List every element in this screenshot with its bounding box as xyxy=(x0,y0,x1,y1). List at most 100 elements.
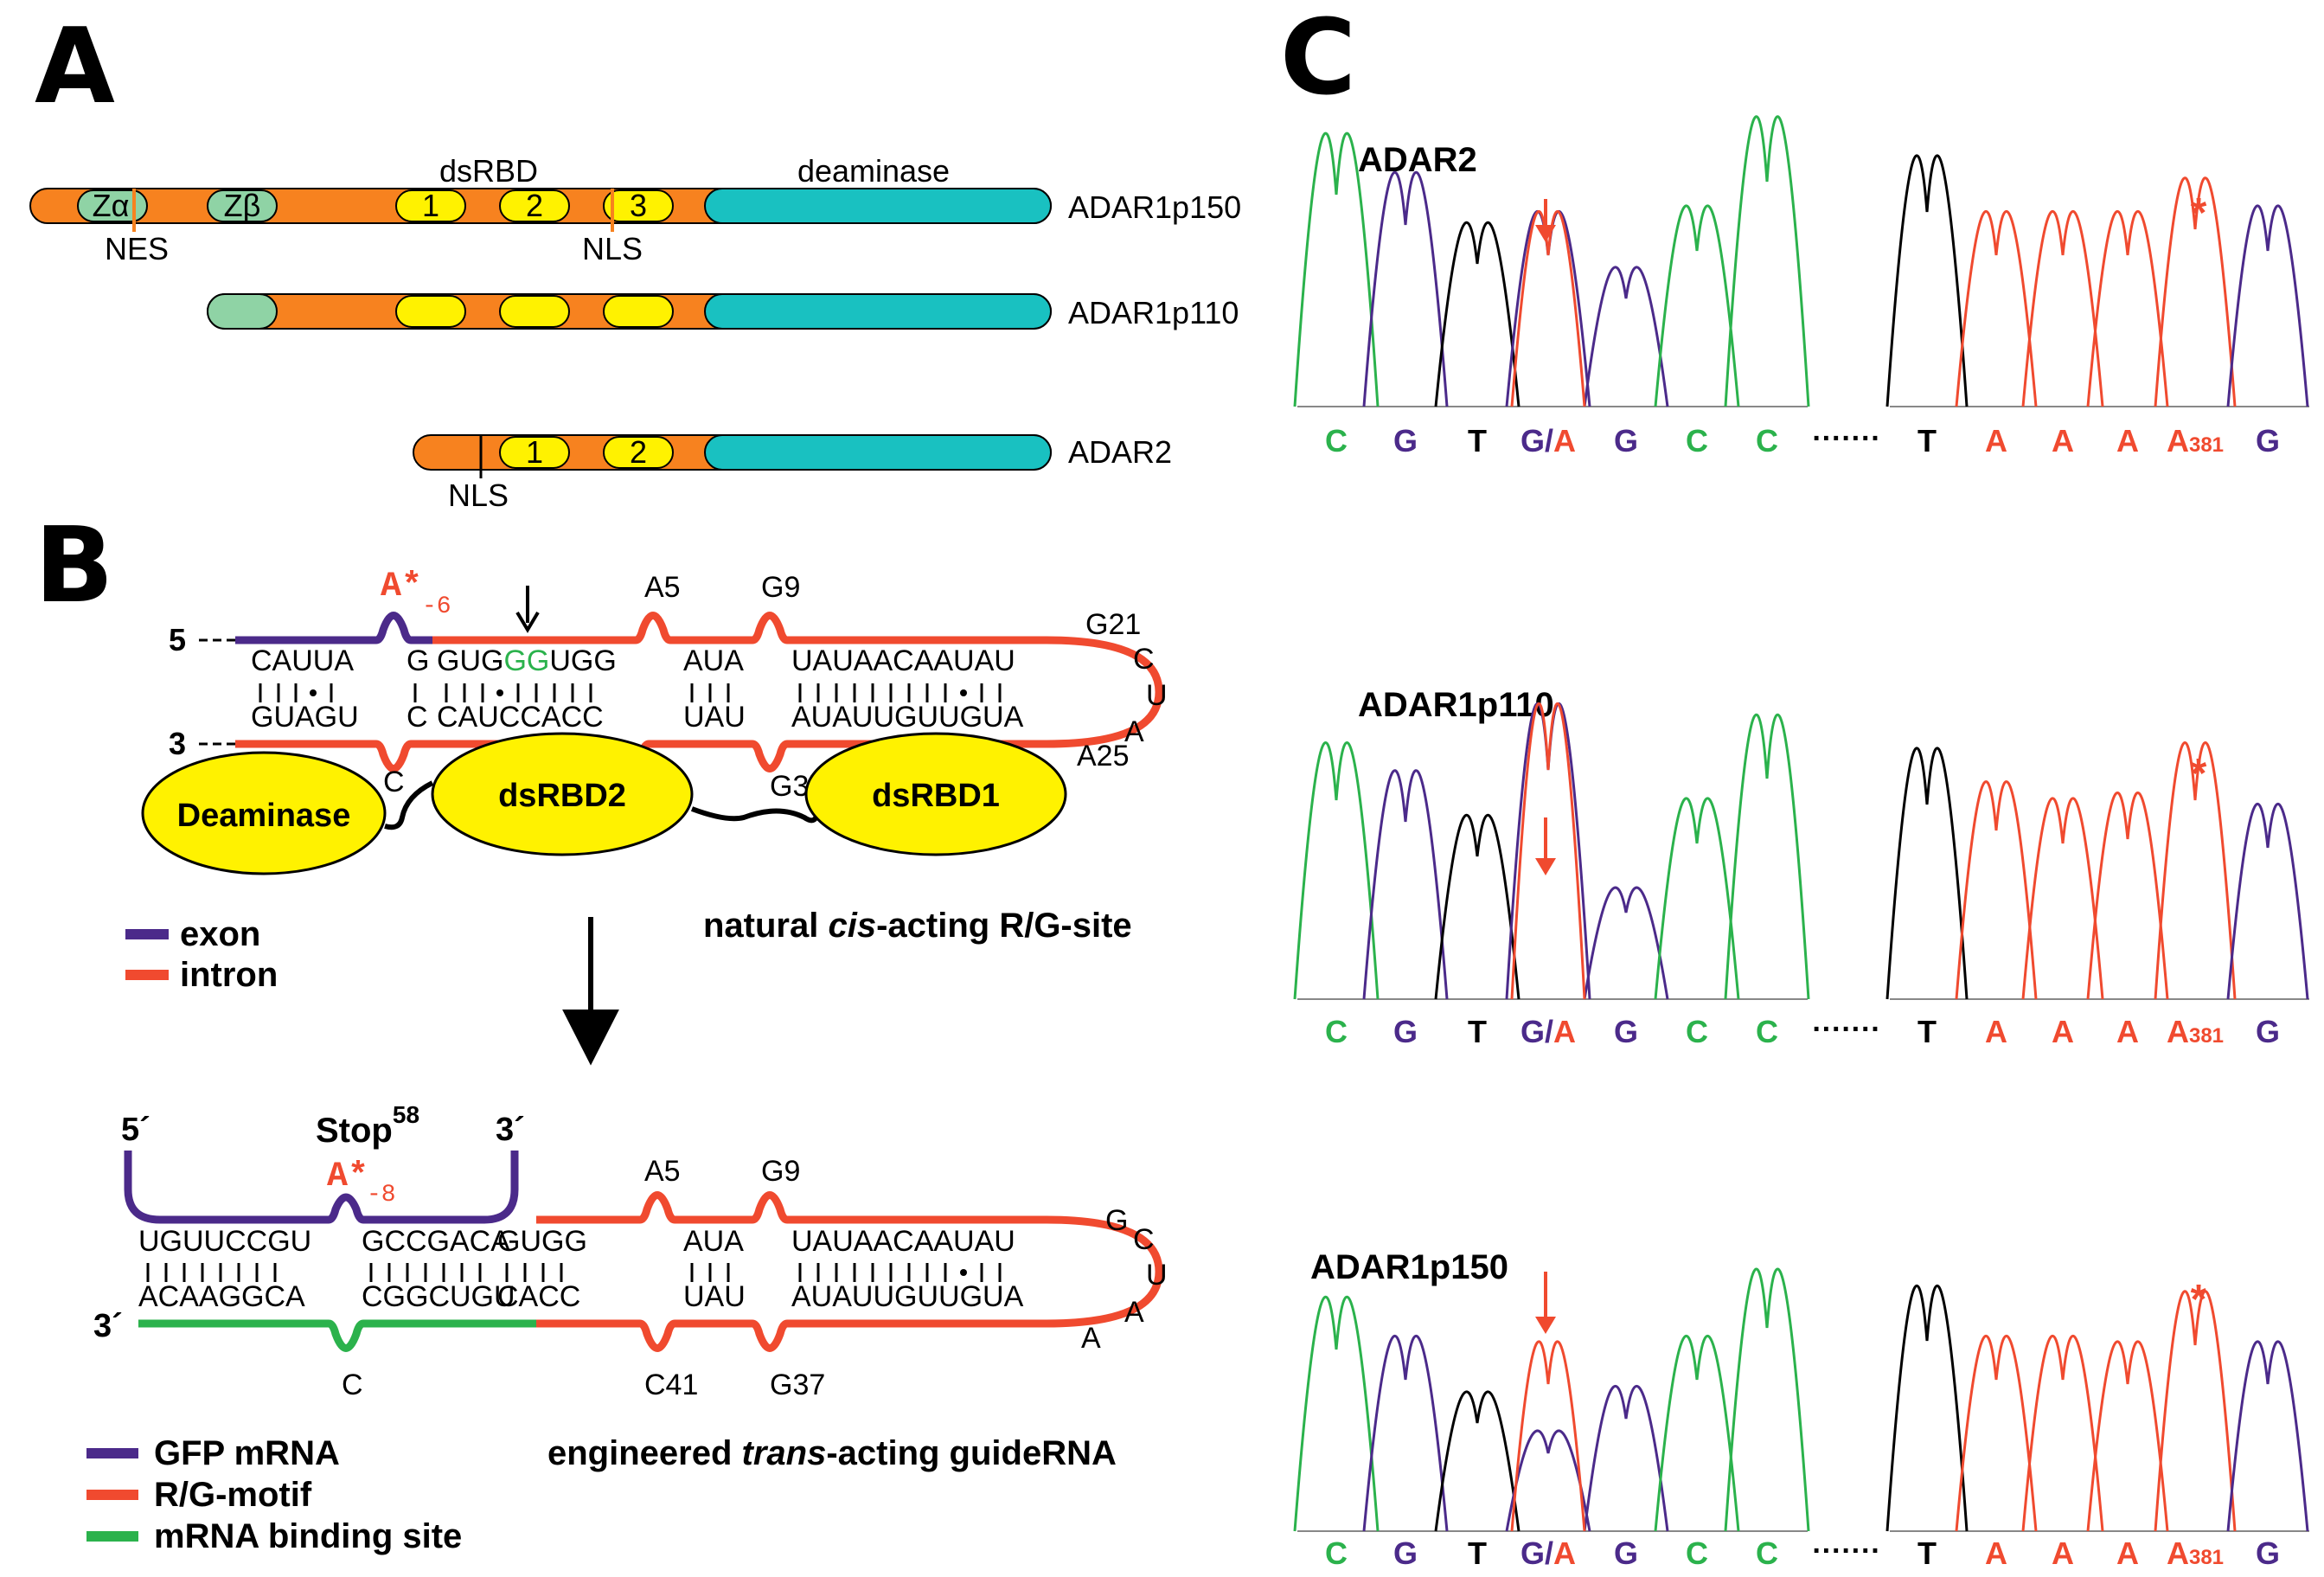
adar1p110-label: ADAR1p110 xyxy=(1068,295,1239,330)
guide-wobble-dot xyxy=(960,1269,967,1276)
chromatogram-peak xyxy=(1583,266,1669,407)
transition-arrow xyxy=(562,917,619,1066)
svg-text:A5: A5 xyxy=(644,1155,681,1188)
chromatogram-peak xyxy=(1724,713,1810,1000)
edit-star-marker: * xyxy=(2191,1277,2207,1323)
svg-text:C: C xyxy=(1133,643,1155,676)
base-call-letter: A xyxy=(2116,1535,2139,1571)
svg-text:A25: A25 xyxy=(1077,740,1130,772)
chromatogram-peak xyxy=(2021,797,2104,1000)
legend-rg-motif: R/G-motif xyxy=(154,1476,312,1514)
base-call-letter: G xyxy=(1614,1014,1638,1049)
chromatogram-peak xyxy=(1885,747,1969,1000)
svg-text:U: U xyxy=(1146,679,1168,712)
svg-text:G9: G9 xyxy=(761,571,800,604)
z-beta-label: Zβ xyxy=(224,188,261,223)
chromatogram-peak xyxy=(1505,1429,1591,1532)
base-call-letter: G xyxy=(2256,423,2280,458)
edit-star-marker: * xyxy=(2191,190,2207,236)
dsrbd-header: dsRBD xyxy=(439,153,538,189)
base-call-letter: G/A xyxy=(1521,1014,1576,1049)
edit-site-arrowhead xyxy=(1535,858,1556,875)
chromatogram-peak xyxy=(2086,1340,2169,1532)
adar1p110-bar xyxy=(207,293,1052,330)
chromatogram-peak xyxy=(1583,1384,1669,1532)
base-call-letter: G xyxy=(1393,1014,1418,1049)
chromatogram-peak xyxy=(2021,1335,2104,1532)
svg-text:A5: A5 xyxy=(644,571,681,604)
z-beta-domain xyxy=(207,189,278,222)
svg-text:C: C xyxy=(342,1369,363,1401)
a6-subscript: -6 xyxy=(422,593,451,620)
svg-text:UAU: UAU xyxy=(683,701,746,734)
edited-peak xyxy=(1510,210,1586,407)
trace-title: ADAR1p110 xyxy=(1358,686,1554,724)
deaminase-header: deaminase xyxy=(797,153,950,189)
chromatogram-peak xyxy=(1654,1335,1740,1532)
chromatogram-peak xyxy=(1434,1390,1521,1532)
adar2-bar xyxy=(413,434,1052,478)
svg-text:A: A xyxy=(1124,1296,1144,1329)
trace-title: ADAR1p150 xyxy=(1310,1248,1508,1286)
base-call-letter: A xyxy=(2052,423,2074,458)
panel-label-b: B xyxy=(35,506,113,626)
base-call-letter: A381 xyxy=(2167,1014,2224,1049)
natural-wobble-dots xyxy=(310,689,967,696)
nls-label-p150: NLS xyxy=(582,231,643,266)
base-call-letter: A381 xyxy=(2167,423,2224,458)
base-call-letter: T xyxy=(1917,1535,1937,1571)
z-alpha-label: Zα xyxy=(93,188,130,223)
chromatogram-peak xyxy=(1434,221,1521,407)
edit-site-arrowhead xyxy=(1535,225,1556,242)
svg-text:C: C xyxy=(383,766,405,798)
guide-strands xyxy=(124,1151,1163,1352)
base-call-letter: G xyxy=(1393,1535,1418,1571)
edit-site-arrowhead xyxy=(1535,1317,1556,1334)
base-call-letter: A xyxy=(2116,423,2139,458)
svg-text:UGUUCCGU: UGUUCCGU xyxy=(138,1225,311,1258)
guide-base-pairs xyxy=(146,1263,1002,1282)
dsrbd2-oval-label: dsRBD2 xyxy=(498,778,626,814)
chromatogram-peak xyxy=(2154,1290,2237,1532)
dsrbd2-domain xyxy=(499,189,570,222)
chromatogram-peak xyxy=(1955,780,2038,1000)
dsrbd1-label: 1 xyxy=(422,188,439,223)
natural-site-caption: natural cis-acting R/G-site xyxy=(703,907,1132,945)
svg-text:G21: G21 xyxy=(1085,608,1141,641)
sequence-gap-dots: ······· xyxy=(1812,1535,1880,1567)
base-call-letter: C xyxy=(1756,423,1778,458)
chromatogram-peak xyxy=(2021,210,2104,407)
base-call-letter: A xyxy=(1985,423,2007,458)
chromatogram-peak xyxy=(1505,702,1591,1000)
svg-text:GUGG: GUGG xyxy=(497,1225,587,1258)
legend-intron: intron xyxy=(180,956,278,994)
base-call-letter: A xyxy=(2052,1535,2074,1571)
chromatogram-peak xyxy=(1654,797,1740,1000)
svg-text:UAUAACAAUAU: UAUAACAAUAU xyxy=(791,644,1015,677)
edited-peak xyxy=(1510,702,1586,1000)
base-call-letter: C xyxy=(1325,1535,1348,1571)
chromatogram-peak xyxy=(1583,886,1669,1000)
svg-text:AUA: AUA xyxy=(683,644,744,677)
base-call-letter: C xyxy=(1686,1535,1708,1571)
guide-three-prime-top: 3´ xyxy=(496,1112,525,1148)
nes-label: NES xyxy=(105,231,169,266)
base-call-letter: A381 xyxy=(2167,1535,2224,1571)
chromatogram-peak xyxy=(2086,210,2169,407)
z-alpha-domain xyxy=(77,189,148,222)
edit-star-marker: * xyxy=(2191,751,2207,797)
svg-text:AUA: AUA xyxy=(683,1225,744,1258)
base-call-letter: A xyxy=(1985,1535,2007,1571)
svg-text:AUAUUGUUGUA: AUAUUGUUGUA xyxy=(791,1280,1024,1313)
natural-bottom-sequence: GUAGU C CAUCCACC UAU AUAUUGUUGUA xyxy=(251,701,1024,734)
panel-label-c: C xyxy=(1280,0,1356,119)
svg-text:AUAUUGUUGUA: AUAUUGUUGUA xyxy=(791,701,1024,734)
dsrbd3-label: 3 xyxy=(630,188,647,223)
chromatogram-peak xyxy=(1293,741,1380,1000)
chromatogram-peak xyxy=(2086,792,2169,1000)
base-call-letter: G xyxy=(1614,423,1638,458)
svg-text:GUGGGUGG: GUGGGUGG xyxy=(437,644,617,677)
svg-text:C: C xyxy=(407,701,428,734)
adar1p150-label: ADAR1p150 xyxy=(1068,189,1241,225)
